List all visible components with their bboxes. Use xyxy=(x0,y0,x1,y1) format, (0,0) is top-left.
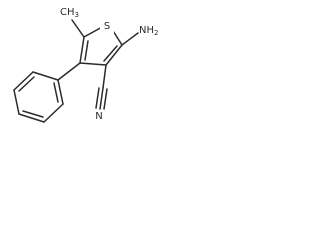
bond-ph-6 xyxy=(57,79,64,105)
bond-nitrile-triple-3 xyxy=(103,88,108,110)
methyl-label: CH3 xyxy=(60,7,79,19)
bond-c2-c3-double xyxy=(103,45,118,62)
bond-c3-cn xyxy=(102,64,107,89)
bond-ph-double-c xyxy=(53,82,59,103)
bond-ph-4 xyxy=(18,113,45,123)
nitrile-nitrogen-label: N xyxy=(95,111,102,122)
bond-c2-amino xyxy=(121,32,139,46)
bond-c5-methyl xyxy=(71,19,85,38)
sulfur-label-bg xyxy=(100,19,114,33)
bond-c3-c4 xyxy=(79,62,107,66)
bond-c4-c5-double xyxy=(84,40,89,61)
bond-nitrile-triple-2 xyxy=(95,87,100,109)
bond-nitrile-triple-1 xyxy=(99,87,104,110)
bond-ph-double-b xyxy=(22,110,44,118)
bond-ph-double-a xyxy=(18,76,35,92)
phenyl-ring xyxy=(13,71,64,123)
bond-c4-phenyl xyxy=(57,62,81,81)
bond-ph-2 xyxy=(13,71,34,91)
formula-element: NH xyxy=(139,25,154,36)
amino-label: NH2 xyxy=(139,25,158,37)
nitrile-label-bg xyxy=(94,110,106,122)
formula-element: CH xyxy=(60,7,75,18)
bond-ph-5 xyxy=(43,103,64,123)
bond-ph-3 xyxy=(13,89,20,115)
formula-subscript: 2 xyxy=(154,29,158,37)
chemical-structure: S NH2 CH3 N xyxy=(13,7,158,123)
formula-subscript: 3 xyxy=(75,11,79,19)
bond-c2-c3 xyxy=(105,44,123,66)
bond-c4-c5 xyxy=(79,36,85,64)
bond-ph-1 xyxy=(32,71,59,81)
sulfur-label: S xyxy=(104,21,110,32)
